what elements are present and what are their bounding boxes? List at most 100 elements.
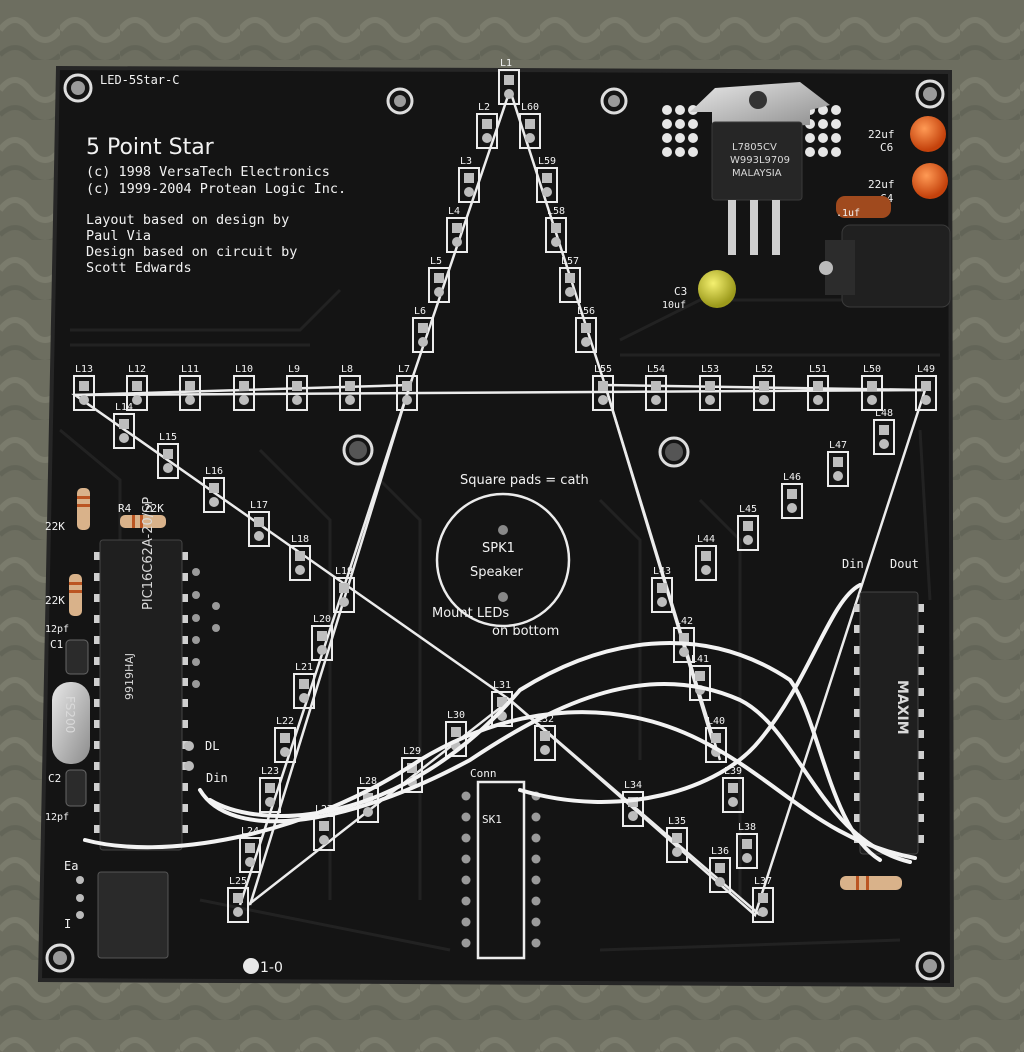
svg-text:Dout: Dout (890, 557, 919, 571)
svg-text:C6: C6 (880, 141, 893, 154)
resistor-left-1: 22K (45, 488, 90, 533)
led-footprint-l2: L2 (476, 102, 498, 149)
led-label: L10 (235, 364, 253, 375)
led-footprint-l15: L15 (157, 432, 179, 479)
led-footprint-l7: L7 (396, 364, 418, 411)
svg-text:SK1: SK1 (482, 813, 502, 826)
revision-label: 1-0 (260, 960, 283, 976)
led-label: L45 (739, 504, 757, 515)
copyright-line-1: (c) 1998 VersaTech Electronics (86, 164, 330, 180)
led-label: L36 (711, 846, 729, 857)
led-label: L29 (403, 746, 421, 757)
led-label: L51 (809, 364, 827, 375)
svg-text:Ea: Ea (64, 859, 78, 873)
led-footprint-l5: L5 (428, 256, 450, 303)
board-title: 5 Point Star (86, 135, 215, 160)
led-footprint-l48: L48 (873, 408, 895, 455)
voltage-regulator: L7805CV W993L9709 MALAYSIA (690, 82, 830, 255)
capacitor-c3: C3 10uf (662, 270, 736, 311)
svg-text:DL: DL (205, 739, 219, 753)
led-label: L14 (115, 402, 133, 413)
led-label: L15 (159, 432, 177, 443)
revision-dot-icon (243, 958, 259, 974)
svg-text:22uf: 22uf (868, 178, 895, 191)
credit-line-2: Paul Via (86, 228, 151, 244)
led-footprint-l37: L37 (752, 876, 774, 923)
led-footprint-l17: L17 (248, 500, 270, 547)
pic-microcontroller: PIC16C62A-20/SP 9919HAJ (94, 497, 188, 851)
svg-text:12pf: 12pf (45, 624, 69, 635)
led-label: L46 (783, 472, 801, 483)
svg-text:C3: C3 (674, 285, 687, 298)
speaker-outline (435, 492, 571, 628)
led-label: L25 (229, 876, 247, 887)
led-footprint-l43: L43 (651, 566, 673, 613)
led-label: L11 (181, 364, 199, 375)
led-footprint-l51: L51 (807, 364, 829, 411)
led-label: L21 (295, 662, 313, 673)
led-footprint-l24: L24 (239, 826, 261, 873)
led-footprint-l45: L45 (737, 504, 759, 551)
led-label: L16 (205, 466, 223, 477)
led-footprint-l54: L54 (645, 364, 667, 411)
led-footprint-l36: L36 (709, 846, 731, 893)
led-label: L19 (335, 566, 353, 577)
led-footprint-l38: L38 (736, 822, 758, 869)
led-footprint-l25: L25 (227, 876, 249, 923)
led-label: L55 (594, 364, 612, 375)
led-footprint-l16: L16 (203, 466, 225, 513)
led-label: L44 (697, 534, 715, 545)
mount-note-1: Mount LEDs (432, 606, 509, 621)
led-footprint-l44: L44 (695, 534, 717, 581)
led-label: L30 (447, 710, 465, 721)
led-label: L6 (414, 306, 426, 317)
led-footprint-l21: L21 (293, 662, 315, 709)
led-footprint-l58: L58 (545, 206, 567, 253)
led-footprint-l22: L22 (274, 716, 296, 763)
led-footprint-l12: L12 (126, 364, 148, 411)
led-label: L41 (691, 654, 709, 665)
led-footprint-l8: L8 (339, 364, 361, 411)
dl-din-header: DL Din (184, 739, 228, 785)
led-label: L57 (561, 256, 579, 267)
svg-text:MAXIM: MAXIM (894, 680, 910, 735)
led-footprint-l39: L39 (722, 766, 744, 813)
dc-power-jack (819, 224, 951, 308)
resistor-left-2: 22K (45, 574, 82, 616)
copyright-line-2: (c) 1999-2004 Protean Logic Inc. (86, 181, 346, 197)
led-footprint-l59: L59 (536, 156, 558, 203)
capacitor-01uf: .1uf (836, 196, 891, 219)
white-jumper-wires (83, 583, 917, 864)
led-label: L59 (538, 156, 556, 167)
svg-text:L7805CV: L7805CV (732, 142, 777, 153)
svg-text:9919HAJ: 9919HAJ (123, 653, 136, 700)
eeprom-chip: Ea I (64, 859, 169, 959)
led-label: L2 (478, 102, 490, 113)
led-footprint-l53: L53 (699, 364, 721, 411)
svg-text:MALAYSIA: MALAYSIA (732, 168, 782, 179)
svg-text:R4: R4 (118, 502, 132, 515)
led-footprint-l60: L60 (519, 102, 541, 149)
led-label: L18 (291, 534, 309, 545)
capacitor-c6: 22uf C6 (868, 116, 946, 154)
resistor-r4: R4 22K (118, 502, 166, 528)
led-footprint-l20: L20 (311, 614, 333, 661)
led-label: L9 (288, 364, 300, 375)
led-label: L48 (875, 408, 893, 419)
led-label: L43 (653, 566, 671, 577)
maxim-driver-chip: MAXIM Din Dout (842, 557, 924, 855)
led-footprint-l6: L6 (412, 306, 434, 353)
svg-text:PIC16C62A-20/SP: PIC16C62A-20/SP (141, 497, 156, 610)
led-footprint-l32: L32 (534, 714, 556, 761)
led-label: L8 (341, 364, 353, 375)
svg-text:W993L9709: W993L9709 (730, 155, 790, 166)
credit-line-3: Design based on circuit by (86, 244, 297, 260)
cathode-note: Square pads = cath (460, 473, 589, 488)
credit-line-4: Scott Edwards (86, 260, 192, 276)
led-label: L52 (755, 364, 773, 375)
speaker-label: Speaker (470, 565, 524, 580)
led-label: L42 (675, 616, 693, 627)
svg-text:C2: C2 (48, 772, 61, 785)
led-label: L39 (724, 766, 742, 777)
